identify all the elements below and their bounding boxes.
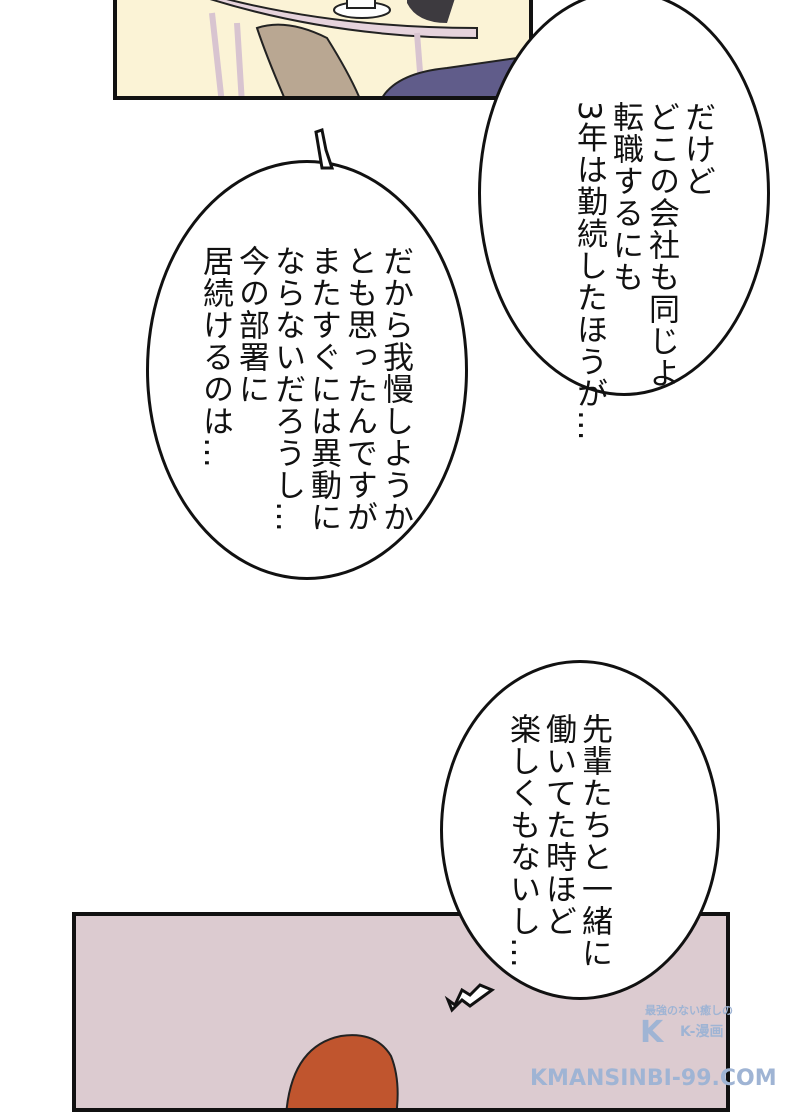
line: 楽しくもないし… bbox=[504, 713, 540, 969]
line: ならないだろうし… bbox=[269, 245, 305, 533]
watermark-site: KMANSINBI-99.COM bbox=[530, 1066, 777, 1091]
speech-bubble-3: 先輩たちと一緒に 働いてた時ほど 楽しくもないし… bbox=[440, 660, 720, 1000]
character-head-illustration bbox=[285, 1034, 399, 1108]
line: 居続けるのは… bbox=[197, 245, 233, 469]
bottom-panel-scene bbox=[72, 912, 730, 1112]
bubble-3-text: 先輩たちと一緒に 働いてた時ほど 楽しくもないし… bbox=[504, 713, 612, 969]
line: 3年は勤続したほうが… bbox=[571, 101, 607, 442]
watermark-tagline: 最強のない癒しの bbox=[645, 1004, 733, 1017]
line: だけど bbox=[679, 101, 715, 197]
line: どこの会社も同じよ bbox=[643, 101, 679, 389]
line: 働いてた時ほど bbox=[540, 713, 576, 937]
line: 先輩たちと一緒に bbox=[576, 713, 612, 969]
bubble-1-text: だけど どこの会社も同じよ 転職するにも 3年は勤続したほうが… bbox=[571, 101, 715, 442]
line: 今の部署に bbox=[233, 245, 269, 405]
speech-bubble-2: だから我慢しようか とも思ったんですが またすぐには異動に ならないだろうし… … bbox=[146, 160, 468, 580]
line: またすぐには異動に bbox=[305, 245, 341, 533]
line: 転職するにも bbox=[607, 101, 643, 293]
watermark-logo: K bbox=[640, 1015, 664, 1050]
bubble-2-text: だから我慢しようか とも思ったんですが またすぐには異動に ならないだろうし… … bbox=[197, 245, 413, 533]
watermark-brand: K-漫画 bbox=[680, 1024, 724, 1040]
speech-bubble-1: だけど どこの会社も同じよ 転職するにも 3年は勤続したほうが… bbox=[478, 0, 770, 442]
line: だから我慢しようか bbox=[377, 245, 413, 533]
top-panel-cafe-scene bbox=[113, 0, 533, 100]
bubble-tail bbox=[444, 983, 496, 1013]
bubble-tail bbox=[314, 128, 335, 170]
line: とも思ったんですが bbox=[341, 245, 377, 533]
cafe-table-illustration bbox=[209, 0, 518, 96]
